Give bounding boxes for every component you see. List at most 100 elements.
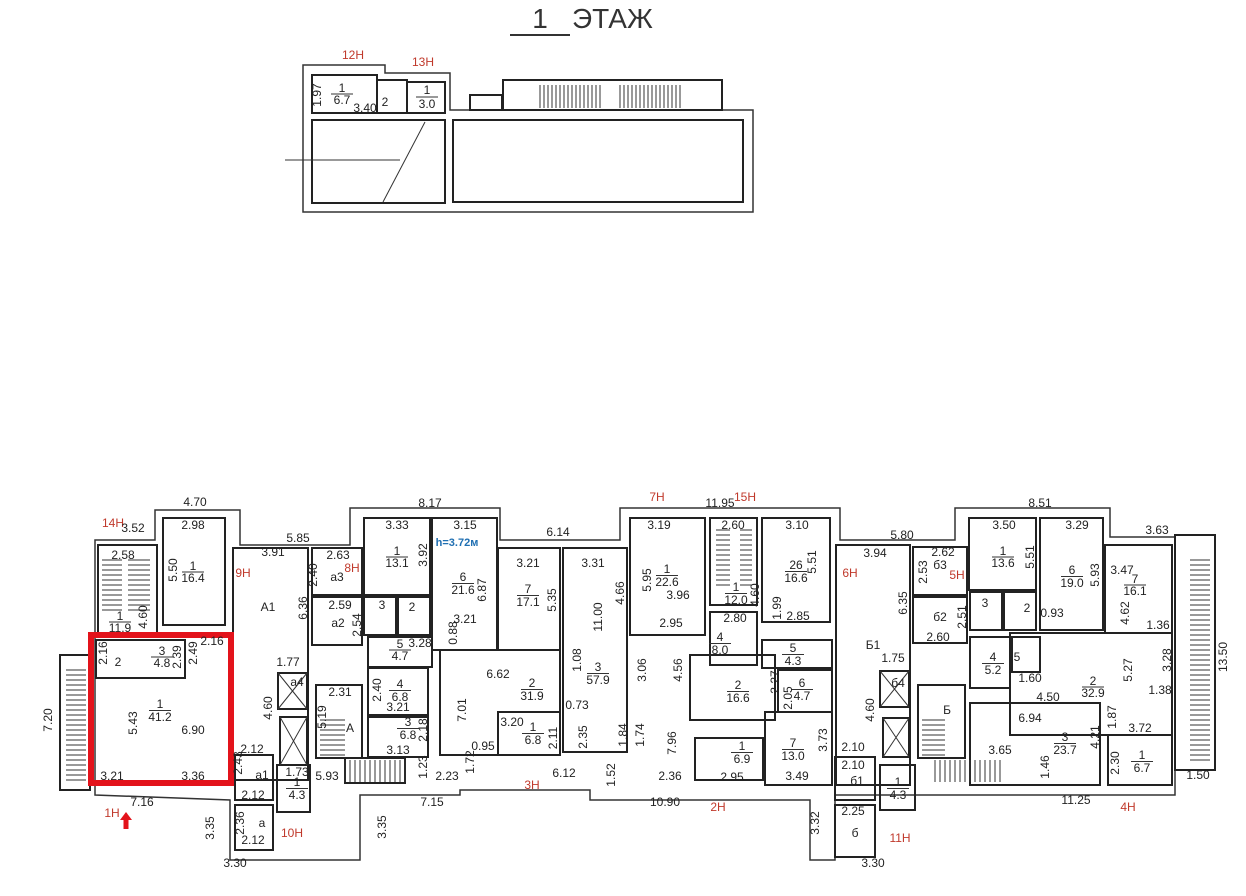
dimension-label: 2.54 <box>350 613 364 637</box>
dimension-label: 4.60 <box>748 583 762 607</box>
dimension-label: 4.60 <box>261 696 275 720</box>
dimension-label: 1.97 <box>310 83 324 107</box>
room-area: 11.9 <box>109 621 132 635</box>
room-number: 3 <box>1062 730 1069 744</box>
stairs <box>740 529 752 586</box>
dimension-label: 3.30 <box>223 856 247 870</box>
room-outline <box>834 756 876 801</box>
dimension-label: 3.52 <box>121 521 145 535</box>
room-area: 31.9 <box>520 689 544 703</box>
room-area: 16.6 <box>784 571 808 585</box>
dimension-label: 6.14 <box>546 525 570 539</box>
dimension-label: 5.35 <box>545 588 559 612</box>
room-outline <box>1174 534 1216 771</box>
dimension-label: 5.95 <box>640 568 654 592</box>
unit-label: 5Н <box>949 568 964 582</box>
room-outline <box>969 636 1011 689</box>
room-area: 3.0 <box>419 97 436 111</box>
room-number: 1 <box>733 580 740 594</box>
room-number: 1 <box>424 83 431 97</box>
room-area: 6.7 <box>334 93 351 107</box>
room-label: 2 <box>115 655 122 669</box>
dimension-label: 7.20 <box>41 708 55 732</box>
dimension-label: 3.50 <box>992 518 1016 532</box>
dimension-label: 2.36 <box>233 811 247 835</box>
stairs <box>1190 559 1210 761</box>
dimension-label: 5.27 <box>1121 658 1135 682</box>
room-area: 5.2 <box>985 663 1002 677</box>
stairs <box>344 760 406 782</box>
room-outline <box>969 591 1003 631</box>
dimension-label: 11.00 <box>591 602 605 631</box>
dimension-label: 2.98 <box>181 518 205 532</box>
room-area: 8.0 <box>712 643 729 657</box>
room-outline <box>311 547 363 596</box>
room-area: 4.7 <box>794 689 811 703</box>
dimension-label: 8.17 <box>418 496 442 510</box>
room-number: 5 <box>790 641 797 655</box>
unit-label: 9Н <box>235 566 250 580</box>
room-area: 22.6 <box>655 575 679 589</box>
dimension-label: 3.29 <box>1065 518 1089 532</box>
unit-label: 3Н <box>524 778 539 792</box>
room-outline <box>917 684 966 759</box>
room-number: 1 <box>157 697 164 711</box>
room-number: 1 <box>739 739 746 753</box>
dimension-label: 3.13 <box>386 743 410 757</box>
room-area: 4.3 <box>890 788 907 802</box>
dimension-label: 3.06 <box>635 658 649 682</box>
dimension-label: 3.21 <box>100 769 124 783</box>
room-label: б2 <box>933 610 947 624</box>
highlighted-premises-1n[interactable] <box>88 632 234 786</box>
room-number: 1 <box>530 720 537 734</box>
room-label: 3 <box>379 598 386 612</box>
room-outline <box>311 596 363 646</box>
dimension-label: 3.35 <box>203 816 217 840</box>
dimension-label: 4.62 <box>1118 601 1132 625</box>
unit-label: 4Н <box>1120 800 1135 814</box>
room-area: 4.3 <box>289 788 306 802</box>
unit-label: 8Н <box>344 561 359 575</box>
room-outline <box>367 667 429 716</box>
unit-label: 11Н <box>889 831 910 845</box>
dimension-label: 3.20 <box>500 715 524 729</box>
room-label: а2 <box>331 616 345 630</box>
dimension-label: 2.39 <box>170 645 184 669</box>
room-area: 32.9 <box>1081 686 1105 700</box>
dimension-label: 2.18 <box>416 718 430 742</box>
room-number: 1 <box>1139 748 1146 762</box>
room-outline <box>397 596 431 636</box>
dimension-label: 3.33 <box>385 518 409 532</box>
room-number: 1 <box>117 609 124 623</box>
room-number: 1 <box>394 544 401 558</box>
dimension-label: 2.12 <box>241 833 265 847</box>
unit-label: 7Н <box>649 490 664 504</box>
room-number: 7 <box>525 582 532 596</box>
dimension-label: 1.72 <box>463 750 477 774</box>
room-area: 57.9 <box>586 673 610 687</box>
dimension-label: 3.73 <box>816 728 830 752</box>
dimension-label: 4.21 <box>1088 725 1102 749</box>
room-area: 13.0 <box>781 749 805 763</box>
room-area: 6.8 <box>400 728 417 742</box>
dimension-label: 5.51 <box>805 550 819 574</box>
dimension-label: 1.99 <box>770 596 784 620</box>
room-outline <box>912 596 968 644</box>
upper-block-outline <box>302 64 754 213</box>
room-label: б4 <box>891 676 905 690</box>
room-area: 4.3 <box>785 654 802 668</box>
dimension-label: 2.40 <box>306 563 320 587</box>
dimension-label: 4.70 <box>183 495 207 509</box>
dimension-label: 7.01 <box>455 698 469 722</box>
room-outline <box>311 119 446 204</box>
room-outline <box>562 547 628 753</box>
dimension-label: 2.43 <box>231 751 245 775</box>
dimension-label: 2.30 <box>1108 751 1122 775</box>
dimension-label: 3.31 <box>581 556 605 570</box>
room-area: 4.8 <box>154 656 171 670</box>
room-outline <box>1003 591 1037 631</box>
room-number: 1 <box>190 559 197 573</box>
dimension-label: 6.94 <box>1018 711 1042 725</box>
ceiling-height-note: h=3.72м <box>436 537 479 549</box>
room-area: 17.1 <box>516 595 540 609</box>
